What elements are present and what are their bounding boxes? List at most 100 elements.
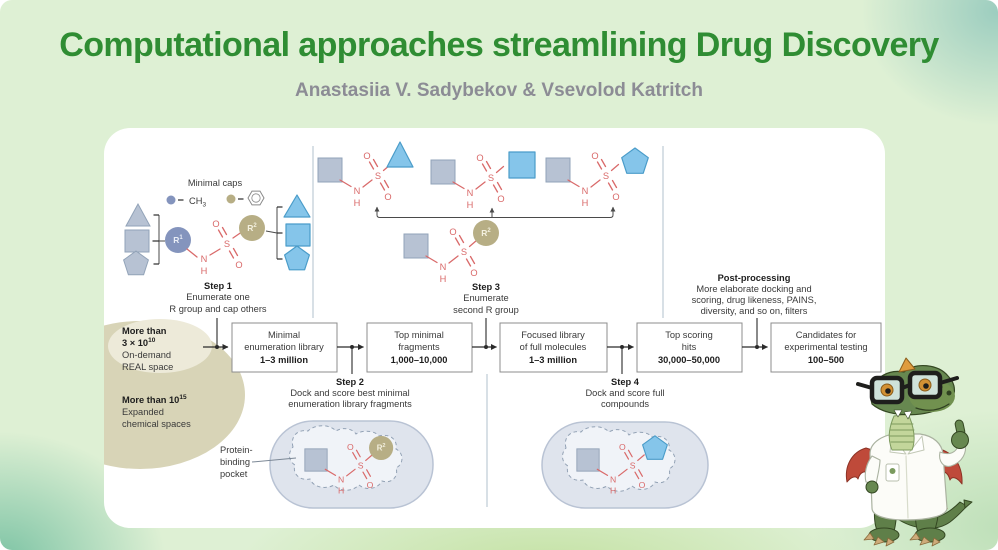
r2-option-triangle <box>283 194 311 218</box>
nostril <box>946 390 952 396</box>
step4-docking-pocket <box>541 421 709 509</box>
badge-icon <box>889 468 896 474</box>
tooth <box>903 410 913 420</box>
bond <box>209 248 221 256</box>
dragon-horn <box>898 357 916 373</box>
cap-methyl-label: CH3 <box>189 196 206 209</box>
svg-text:On-demand: On-demand <box>122 350 171 360</box>
claw <box>885 537 895 547</box>
tail-tip <box>963 499 973 509</box>
r2-option-square <box>285 223 311 247</box>
cap-methyl-dot <box>166 195 176 205</box>
atom-N: N <box>201 254 208 264</box>
r2-circle <box>369 435 394 460</box>
svg-text:1–3 million: 1–3 million <box>260 355 308 365</box>
dragon-arm-right <box>939 443 967 467</box>
glasses-temple <box>938 376 959 385</box>
svg-text:More than 1015: More than 1015 <box>122 394 187 405</box>
svg-text:3 × 1010: 3 × 1010 <box>122 337 156 348</box>
connector <box>265 230 278 234</box>
step4-caption: Step 4 Dock and score full compounds <box>585 377 664 409</box>
r2-circle <box>239 215 265 241</box>
r2-label: R2 <box>377 443 386 453</box>
belly-stripes <box>889 423 915 443</box>
bond <box>186 248 198 258</box>
svg-text:More than: More than <box>122 326 167 336</box>
step4-title: Step 4 <box>611 377 640 387</box>
svg-text:chemical spaces: chemical spaces <box>122 419 191 429</box>
atom-S: S <box>224 239 230 249</box>
step3-caption: Step 3 Enumerate second R group <box>453 282 519 315</box>
svg-text:R group and cap others: R group and cap others <box>169 304 267 314</box>
svg-text:Candidates for: Candidates for <box>796 330 856 340</box>
post-processing-caption: Post-processing More elaborate docking a… <box>692 273 817 316</box>
r1-label: R1 <box>173 235 183 245</box>
svg-text:second R group: second R group <box>453 305 519 315</box>
svg-text:compounds: compounds <box>601 399 649 409</box>
docked-full-compound <box>576 435 668 497</box>
post-processing-title: Post-processing <box>718 273 791 283</box>
svg-text:Top minimal: Top minimal <box>394 330 444 340</box>
svg-text:100–500: 100–500 <box>808 355 844 365</box>
pupil <box>885 388 891 394</box>
r1-option-triangle <box>125 202 151 227</box>
step1-title: Step 1 <box>204 281 232 291</box>
svg-text:Minimal: Minimal <box>268 330 300 340</box>
claw <box>931 537 941 547</box>
claw <box>873 536 885 546</box>
svg-text:experimental testing: experimental testing <box>784 342 867 352</box>
cap-phenyl-dot <box>226 194 236 204</box>
flow-box-focused-library: Focused library of full molecules 1–3 mi… <box>499 322 608 373</box>
docked-minimal-fragment: R2 <box>304 435 394 497</box>
enumerated-structure-triangle <box>317 141 414 209</box>
r1-circle <box>165 227 191 253</box>
tooth <box>893 409 903 418</box>
r-group-triangle <box>386 141 414 168</box>
atom-O: O <box>212 219 219 229</box>
r-group-pentagon <box>621 147 649 174</box>
benzene-icon <box>247 190 265 206</box>
svg-text:enumeration library: enumeration library <box>244 342 324 352</box>
double-bond <box>217 229 224 238</box>
bond <box>232 231 242 239</box>
dragon-hand-left <box>865 480 879 494</box>
real-space-ellipse <box>108 319 212 373</box>
svg-text:More elaborate docking and: More elaborate docking and <box>696 284 811 294</box>
claw <box>863 532 875 541</box>
double-bond <box>228 250 235 259</box>
pocket-label: Protein- <box>220 445 253 455</box>
dragon-belly <box>888 413 915 451</box>
svg-text:Expanded: Expanded <box>122 407 164 417</box>
r-group-pentagon <box>642 435 668 460</box>
enumerated-structure-pentagon <box>545 147 649 209</box>
step1-structure: R1 N H S O O R2 <box>123 194 311 276</box>
dragon-fist <box>951 431 969 449</box>
svg-text:Top scoring: Top scoring <box>665 330 713 340</box>
svg-text:fragments: fragments <box>398 342 440 352</box>
svg-text:30,000–50,000: 30,000–50,000 <box>658 355 720 365</box>
page-title: Computational approaches streamlining Dr… <box>59 26 939 64</box>
step2-caption: Step 2 Dock and score best minimal enume… <box>288 377 412 409</box>
r1-option-square <box>124 229 150 253</box>
glasses-bridge <box>900 383 912 390</box>
r-group-square <box>508 151 536 179</box>
svg-text:binding: binding <box>220 457 250 467</box>
svg-text:Enumerate: Enumerate <box>463 293 508 303</box>
flow-box-top-fragments: Top minimal fragments 1,000–10,000 <box>366 322 473 373</box>
svg-text:of full molecules: of full molecules <box>520 342 587 352</box>
r2-label: R2 <box>481 228 491 238</box>
pupil <box>923 383 929 389</box>
svg-text:diversity, and so on, filters: diversity, and so on, filters <box>701 306 808 316</box>
svg-text:1–3 million: 1–3 million <box>529 355 577 365</box>
svg-text:enumeration library fragments: enumeration library fragments <box>288 399 412 409</box>
enumeration-bracket <box>374 206 616 218</box>
step2-title: Step 2 <box>336 377 364 387</box>
lab-coat <box>869 433 948 521</box>
enumerated-structure-square <box>430 151 536 211</box>
step3-core-structure: R2 <box>403 220 499 285</box>
r2-option-pentagon <box>284 245 310 271</box>
expanded-space-label: More than 1015 Expanded chemical spaces <box>122 394 191 429</box>
svg-text:REAL space: REAL space <box>122 362 173 372</box>
glasses-temple <box>856 382 874 390</box>
